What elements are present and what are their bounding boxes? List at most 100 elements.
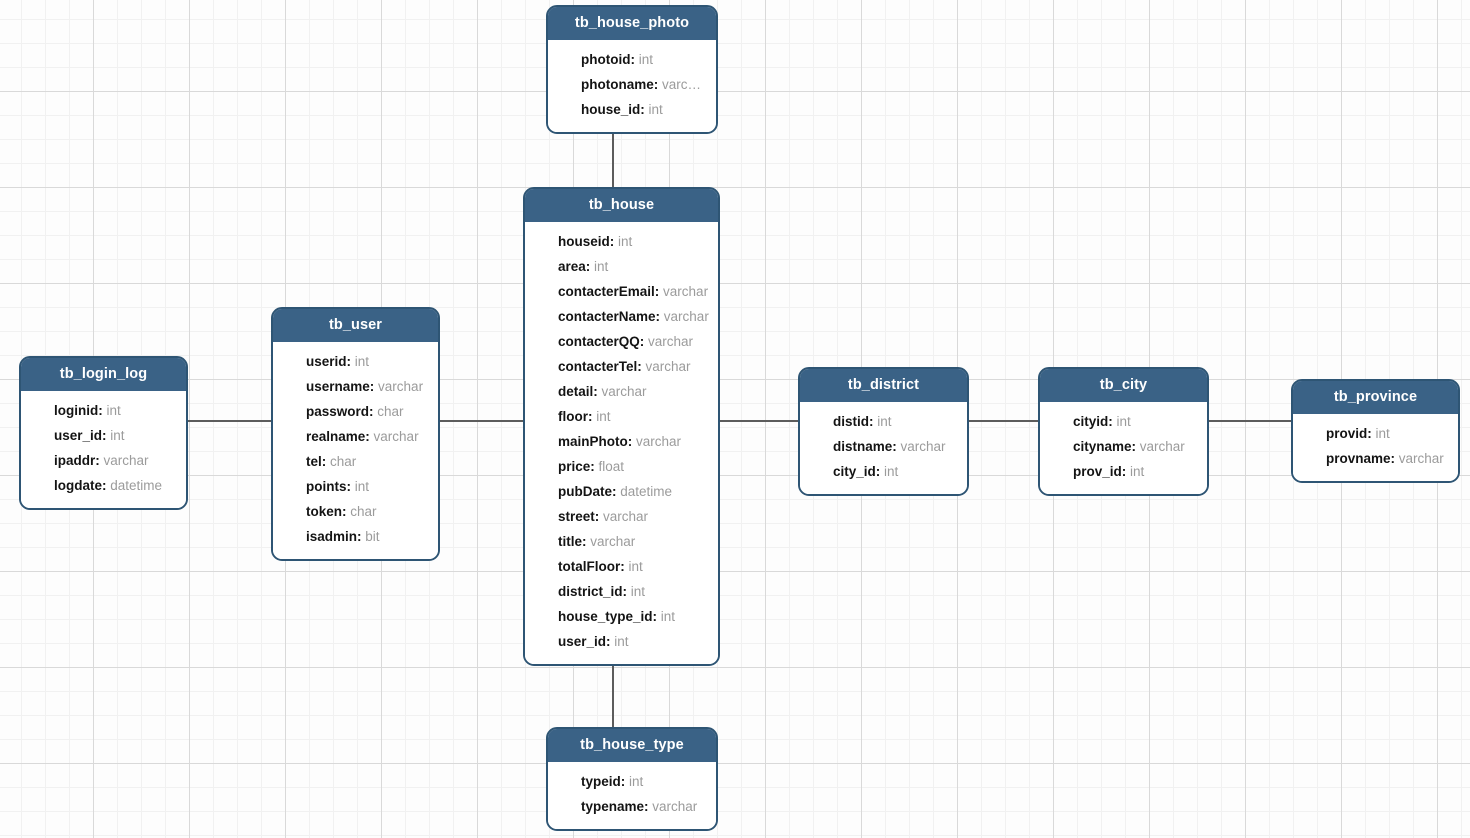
field-separator: :: [620, 559, 629, 574]
field-name: isadmin: [306, 529, 358, 544]
field-type: int: [1116, 414, 1131, 429]
field-separator: :: [102, 478, 111, 493]
field-type: int: [596, 409, 611, 424]
field-name: detail: [558, 384, 594, 399]
field-type: int: [877, 414, 892, 429]
field-separator: :: [652, 609, 661, 624]
field-type: datetime: [620, 484, 673, 499]
field-row: typeid: int: [548, 769, 716, 794]
field-separator: :: [1121, 464, 1131, 479]
field-separator: :: [639, 334, 649, 349]
field-type: bit: [365, 529, 380, 544]
field-type: varchar: [663, 309, 709, 324]
field-type: int: [630, 584, 646, 599]
field-type: int: [594, 259, 609, 274]
field-row: ipaddr: varchar: [21, 448, 186, 473]
field-name: provid: [1326, 426, 1368, 441]
field-type: varchar: [1398, 451, 1444, 466]
field-name: points: [306, 479, 347, 494]
field-name: contacterTel: [558, 359, 638, 374]
field-separator: :: [346, 479, 355, 494]
field-row: contacterName: varchar: [525, 304, 718, 329]
field-separator: :: [1131, 439, 1140, 454]
field-type: varchar: [590, 534, 636, 549]
field-separator: :: [365, 429, 374, 444]
field-type: datetime: [110, 478, 163, 493]
field-type: char: [330, 454, 357, 469]
field-row: district_id: int: [525, 579, 718, 604]
field-row: realname: varchar: [273, 424, 438, 449]
field-type: varchar: [645, 359, 691, 374]
field-name: houseid: [558, 234, 610, 249]
field-separator: :: [1390, 451, 1399, 466]
field-type: char: [377, 404, 404, 419]
field-row: provid: int: [1293, 421, 1458, 446]
field-row: pubDate: datetime: [525, 479, 718, 504]
field-separator: :: [342, 504, 351, 519]
field-row: loginid: int: [21, 398, 186, 423]
field-name: photoname: [581, 77, 654, 92]
field-type: varchar: [603, 509, 649, 524]
field-type: int: [354, 479, 370, 494]
field-row: contacterQQ: varchar: [525, 329, 718, 354]
field-name: user_id: [54, 428, 103, 443]
field-separator: :: [630, 52, 639, 67]
field-name: contacterQQ: [558, 334, 640, 349]
field-type: int: [884, 464, 899, 479]
field-row: username: varchar: [273, 374, 438, 399]
entity-title-tb_login_log: tb_login_log: [21, 358, 186, 391]
field-name: title: [558, 534, 583, 549]
entity-title-tb_house_type: tb_house_type: [548, 729, 716, 762]
field-row: city_id: int: [800, 459, 967, 484]
field-name: userid: [306, 354, 347, 369]
entity-title-tb_city: tb_city: [1040, 369, 1207, 402]
field-separator: :: [588, 409, 597, 424]
field-type: int: [628, 559, 643, 574]
field-type: int: [1375, 426, 1390, 441]
field-name: password: [306, 404, 370, 419]
field-name: totalFloor: [558, 559, 621, 574]
field-name: realname: [306, 429, 366, 444]
field-row: floor: int: [525, 404, 718, 429]
field-row: prov_id: int: [1040, 459, 1207, 484]
field-type: varchar: [103, 453, 149, 468]
field-separator: :: [102, 428, 111, 443]
field-separator: :: [869, 414, 878, 429]
field-type: varchar: [636, 434, 682, 449]
field-row: contacterEmail: varchar: [525, 279, 718, 304]
entity-title-tb_user: tb_user: [273, 309, 438, 342]
field-row: provname: varchar: [1293, 446, 1458, 471]
field-row: photoname: varc…: [548, 72, 716, 97]
field-name: district_id: [558, 584, 623, 599]
edge-house-to-house-type: [612, 665, 614, 727]
field-separator: :: [637, 359, 646, 374]
field-name: typeid: [581, 774, 621, 789]
field-type: varchar: [648, 334, 694, 349]
field-name: house_id: [581, 102, 641, 117]
field-row: detail: varchar: [525, 379, 718, 404]
field-separator: :: [640, 102, 649, 117]
field-separator: :: [590, 459, 599, 474]
field-row: token: char: [273, 499, 438, 524]
field-row: distname: varchar: [800, 434, 967, 459]
field-type: varchar: [1139, 439, 1185, 454]
edge-house-to-district: [720, 420, 798, 422]
field-separator: :: [622, 584, 631, 599]
field-separator: :: [609, 234, 619, 249]
field-separator: :: [627, 434, 636, 449]
field-row: houseid: int: [525, 229, 718, 254]
field-row: house_type_id: int: [525, 604, 718, 629]
field-name: prov_id: [1073, 464, 1122, 479]
